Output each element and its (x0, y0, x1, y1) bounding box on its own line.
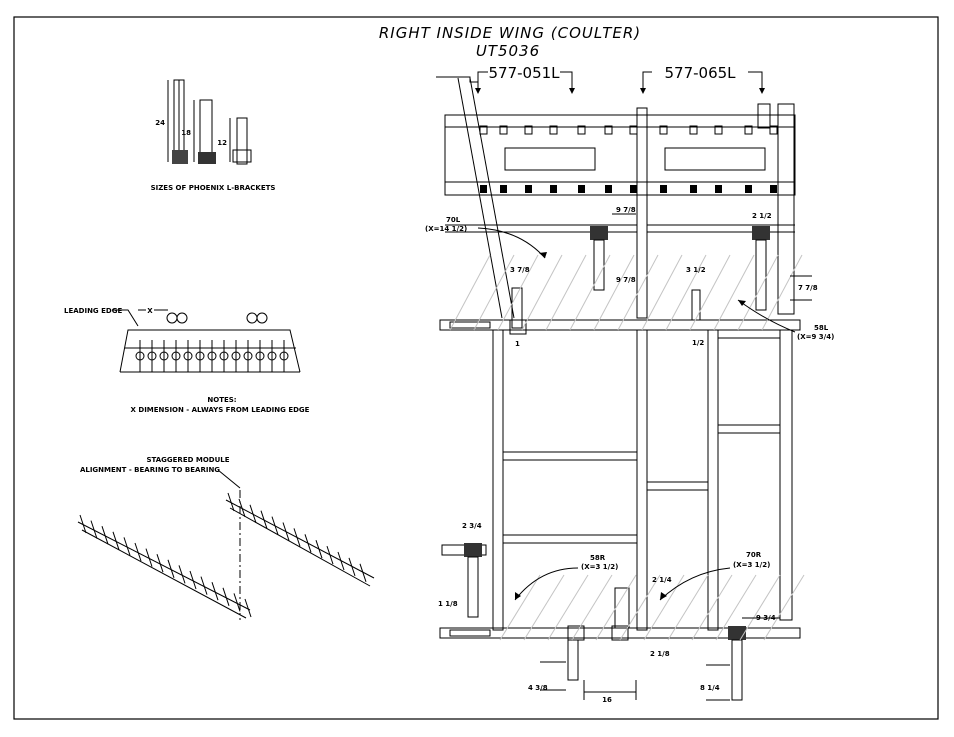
dim-d13: 2 1/8 (650, 650, 670, 658)
dim-d9: 2 3/4 (462, 522, 482, 530)
callout-70r-x: (X=3 1/2) (733, 561, 770, 569)
dim-d6: 7 7/8 (798, 284, 818, 292)
dim-d11: 2 1/4 (652, 576, 672, 584)
dim-d12: 9 3/4 (756, 614, 776, 622)
dim-d7: 1 (515, 340, 520, 348)
drawing-model: UT5036 (476, 42, 540, 60)
dim-d1: 9 7/8 (616, 206, 636, 214)
bracket-caption: SIZES OF PHOENIX L-BRACKETS (151, 184, 276, 192)
dim-d2: 2 1/2 (752, 212, 772, 220)
dim-d8: 1/2 (692, 339, 704, 347)
callout-70r-name: 70R (746, 551, 762, 559)
drawing-title: RIGHT INSIDE WING (COULTER) (379, 24, 641, 42)
callout-58r-x: (X=3 1/2) (581, 563, 618, 571)
callout-58l-x: (X=9 3/4) (797, 333, 834, 341)
section-label-left: 577-051L (488, 64, 560, 82)
leading-edge-label: LEADING EDGE (64, 307, 122, 315)
dim-d10: 1 1/8 (438, 600, 458, 608)
callout-58r-name: 58R (590, 554, 606, 562)
section-label-right: 577-065L (664, 64, 736, 82)
dim-d5: 3 1/2 (686, 266, 706, 274)
dim-d14: 4 3/8 (528, 684, 548, 692)
dim-d16: 8 1/4 (700, 684, 720, 692)
bracket-size-18: 18 (181, 129, 191, 137)
dim-d3: 3 7/8 (510, 266, 530, 274)
notes-heading: NOTES: (207, 396, 236, 404)
bracket-size-12: 12 (217, 139, 227, 147)
callout-58l-name: 58L (814, 324, 829, 332)
section-header-left: 577-051L (475, 64, 575, 94)
x-dimension-label: X (147, 307, 153, 315)
dim-d4: 9 7/8 (616, 276, 636, 284)
staggered-line-2: ALIGNMENT - BEARING TO BEARING (80, 466, 220, 474)
bracket-size-24: 24 (155, 119, 165, 127)
bracket-sizes-diagram: 24 18 12 SIZES OF PHOENIX L-BRACKETS (151, 79, 276, 192)
notes-line: X DIMENSION - ALWAYS FROM LEADING EDGE (131, 406, 310, 414)
wing-frame (436, 76, 812, 701)
staggered-line-1: STAGGERED MODULE (146, 456, 229, 464)
dim-d15: 16 (602, 696, 612, 704)
sheet-border (13, 16, 939, 720)
leading-edge-diagram: LEADING EDGE X NOTES: X DIMENSION - ALWA… (64, 307, 310, 414)
callout-70l-name: 70L (446, 216, 461, 224)
staggered-module-diagram: STAGGERED MODULE ALIGNMENT - BEARING TO … (77, 456, 375, 620)
callout-70l-x: (X=14 1/2) (425, 225, 467, 233)
section-header-right: 577-065L (640, 64, 765, 94)
